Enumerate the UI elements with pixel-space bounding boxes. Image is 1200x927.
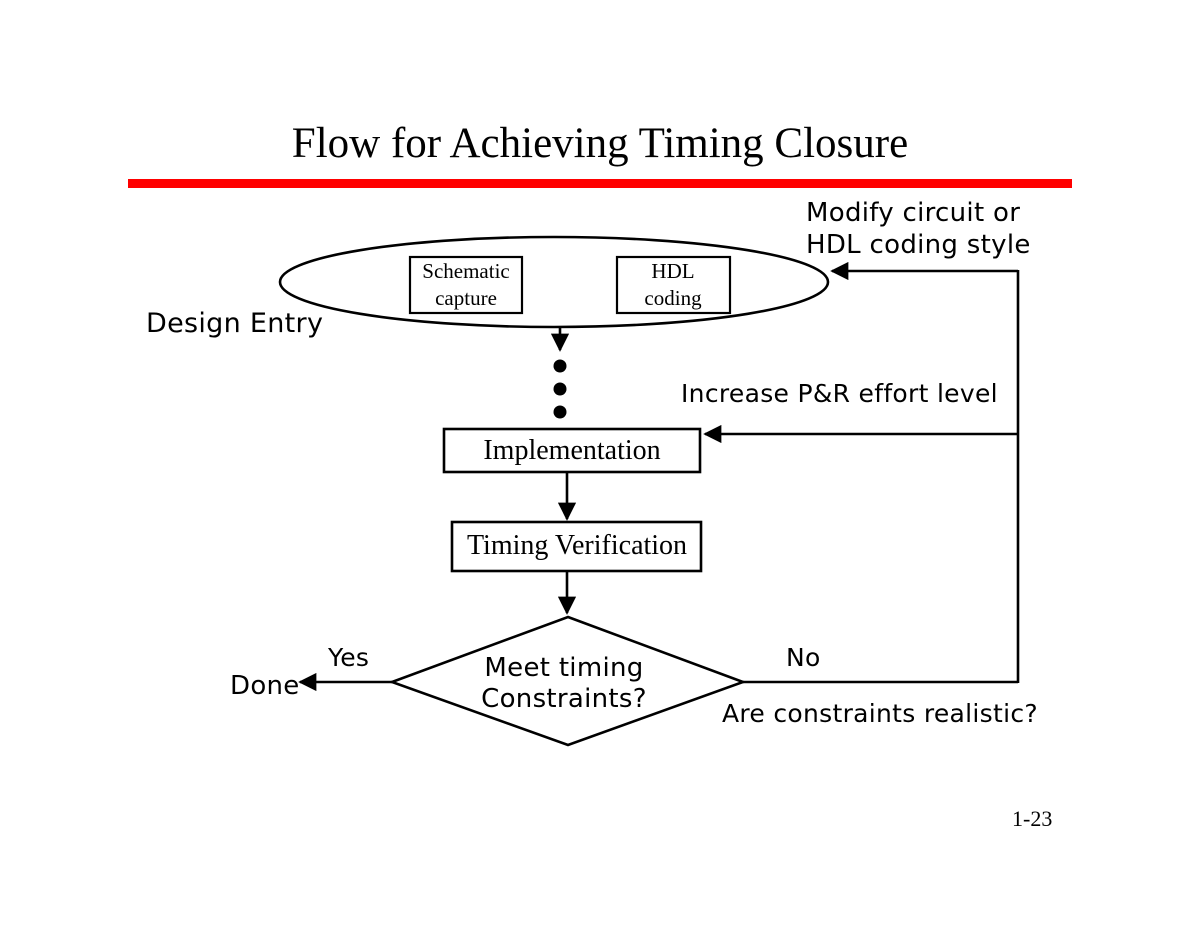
design-entry-label: Design Entry (146, 308, 324, 339)
page-number: 1-23 (1012, 806, 1053, 831)
modify-circuit-label-line1: Modify circuit or (806, 198, 1021, 228)
implementation-label: Implementation (483, 435, 661, 466)
decision-diamond (388, 615, 747, 747)
design-entry-ellipse (278, 235, 830, 329)
continuation-dot-2 (553, 382, 567, 396)
implementation-box (442, 427, 702, 474)
hdl-coding-label-line1: HDL (651, 259, 695, 283)
constraints-realistic-label: Are constraints realistic? (722, 699, 1038, 728)
decision-label-line1: Meet timing (484, 653, 644, 683)
hdl-coding-box (615, 255, 732, 315)
schematic-capture-box (408, 255, 524, 315)
page-title: Flow for Achieving Timing Closure (291, 120, 909, 167)
timing-verification-box (450, 520, 703, 573)
no-branch-label: No (786, 643, 821, 672)
schematic-capture-label-line2: capture (435, 286, 497, 310)
hdl-coding-label-line2: coding (644, 286, 702, 310)
timing-verification-label: Timing Verification (466, 530, 688, 561)
decision-label-line2: Constraints? (481, 684, 647, 714)
continuation-dot-3 (553, 405, 567, 419)
continuation-dot-1 (553, 359, 567, 373)
yes-branch-label: Yes (328, 643, 370, 672)
done-label: Done (230, 671, 300, 701)
increase-pr-effort-label: Increase P&R effort level (681, 379, 998, 408)
schematic-capture-label-line1: Schematic (422, 259, 510, 283)
modify-circuit-label-line2: HDL coding style (806, 230, 1031, 260)
title-underline-rule (128, 179, 1072, 188)
